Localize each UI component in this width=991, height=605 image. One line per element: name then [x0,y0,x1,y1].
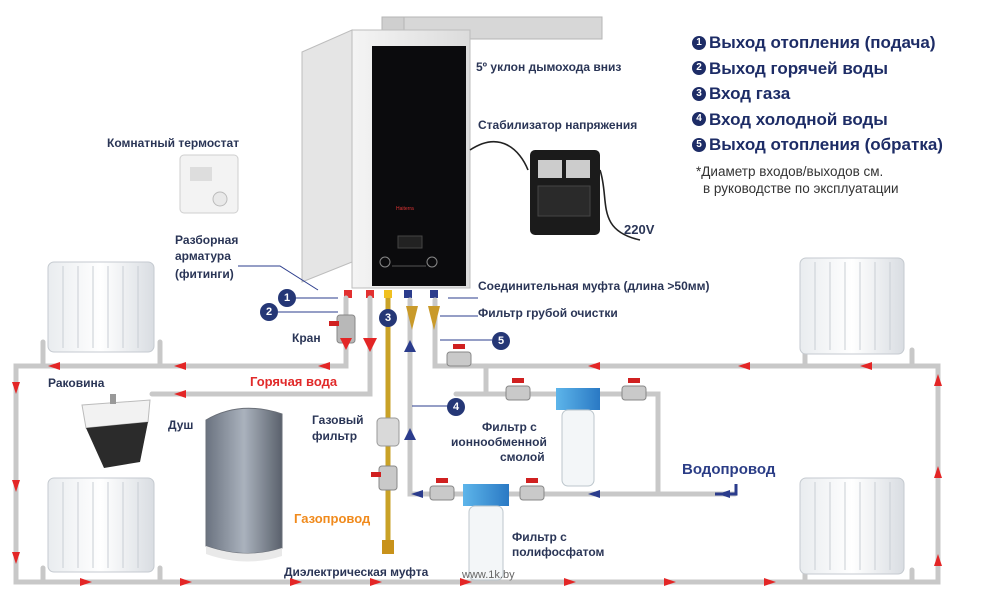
dielectric-coupling-label: Диэлектрическая муфта [284,565,429,579]
legend-number: 3 [692,86,706,101]
ball-valves [329,314,647,501]
boiler-outlets [344,290,438,298]
polyphosphate-filter [463,484,509,581]
coarse-filter-label: Фильтр грубой очистки [478,306,618,320]
legend-number: 2 [692,61,706,76]
fittings-label-line1: Разборная [175,233,239,247]
badge-gas-in: 3 [379,309,397,327]
voltage-label: 220V [624,222,655,237]
boiler-brand-logo: Haiterra [396,206,414,212]
legend-label: Выход горячей воды [709,58,889,78]
ion-filter-label-line3: смолой [500,450,545,464]
gas-filter-label-line1: Газовый [312,413,364,427]
room-thermostat [179,154,239,214]
gas-pipe [376,298,400,554]
water-supply-inlet [715,484,738,496]
radiators [47,257,905,575]
valve-label: Кран [292,331,321,345]
thermostat-label: Комнатный термостат [107,136,240,150]
legend-number: 1 [692,35,706,50]
coupling-label: Соединительная муфта (длина >50мм) [478,279,710,293]
legend-number: 5 [692,137,706,152]
badge-heating-supply: 1 [278,289,296,307]
ion-filter-label-line2: ионнообменной [451,435,547,449]
gas-boiler: Haiterra [301,29,471,289]
leader-lines [238,265,492,407]
shower-cabin [205,407,283,562]
badge-cold-water-in: 4 [447,398,465,416]
cold-flow-arrows [404,340,730,498]
sink [81,394,151,468]
fittings-label-line2: арматура [175,249,231,263]
shower-label: Душ [168,418,194,432]
badge-heating-return: 5 [492,332,510,350]
poly-filter-label-line1: Фильтр с [512,530,567,544]
legend-label: Выход отопления (подача) [709,33,936,52]
watermark: www.1k.by [462,569,515,581]
diameter-note: *Диаметр входов/выходов см. в руководств… [696,163,899,197]
badge-hot-water-out: 2 [260,303,278,321]
gas-pipe-label: Газопровод [294,511,371,526]
note-line: *Диаметр входов/выходов см. [696,164,884,179]
legend-label: Вход холодной воды [709,109,888,129]
ion-exchange-filter [556,388,600,487]
chimney-slope-label: 5º уклон дымохода вниз [476,60,622,74]
fittings-label-line3: (фитинги) [175,267,234,281]
pipe-network [13,295,941,585]
voltage-stabilizer [469,140,641,241]
sink-label: Раковина [48,376,105,390]
poly-filter-label-line2: полифосфатом [512,545,605,559]
hot-water-label: Горячая вода [250,374,338,389]
legend-label: Выход отопления (обратка) [709,135,943,154]
hot-flow-arrows [12,338,942,586]
coarse-filter [406,306,440,330]
note-line: в руководстве по эксплуатации [703,181,899,196]
gas-filter-label-line2: фильтр [312,429,358,443]
water-supply-label: Водопровод [682,461,776,478]
ion-filter-label-line1: Фильтр с [482,420,537,434]
legend-label: Вход газа [709,84,791,103]
legend-number: 4 [692,112,706,127]
stabilizer-label: Стабилизатор напряжения [478,118,638,132]
